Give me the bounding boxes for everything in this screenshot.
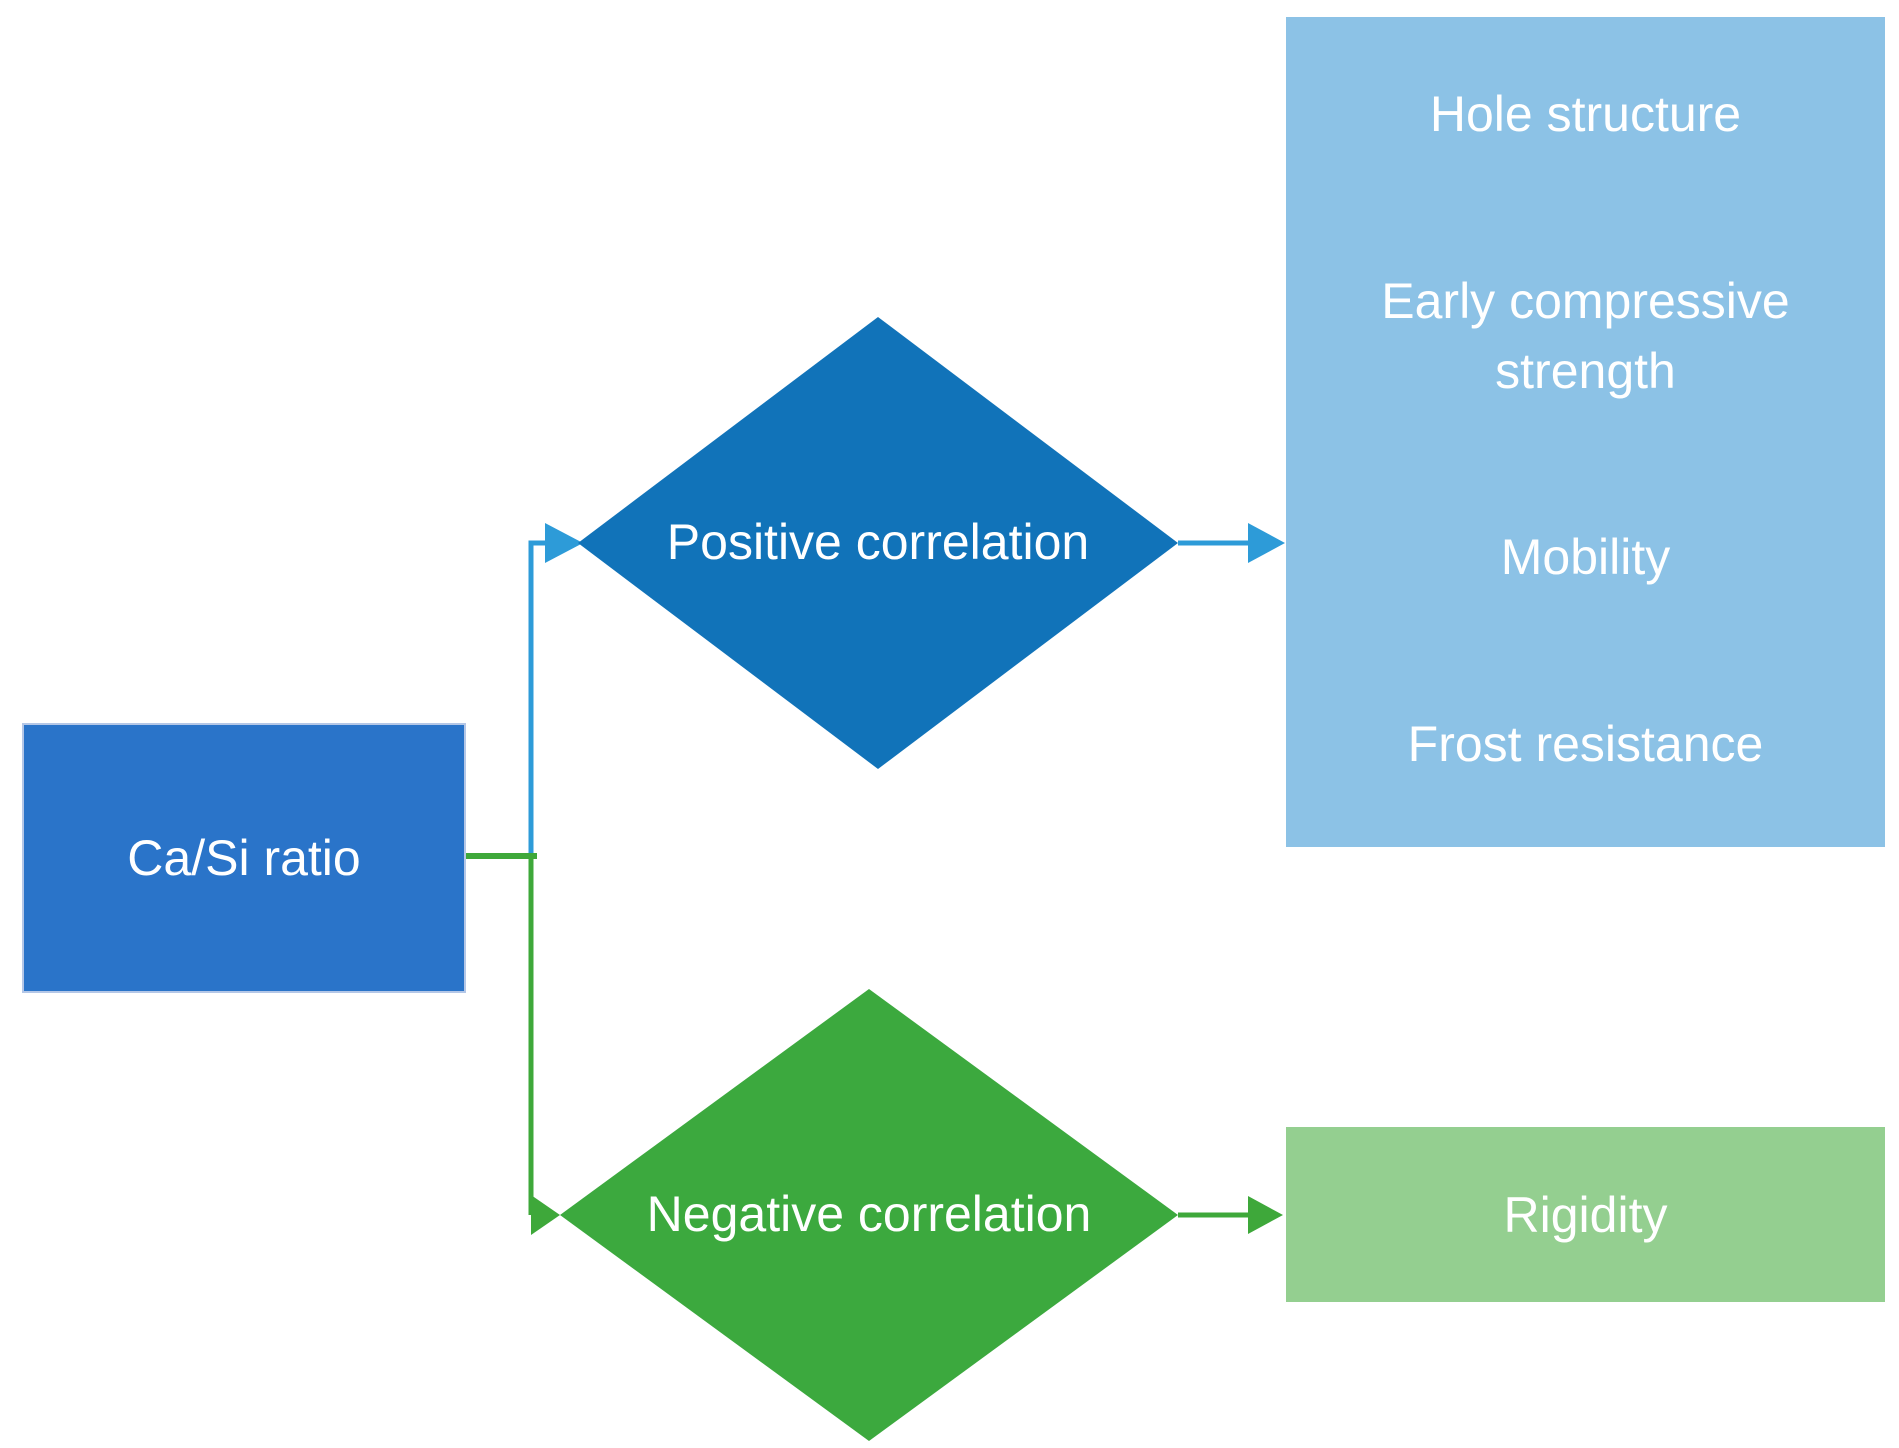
negative-correlation-diamond (560, 989, 1178, 1441)
positive-branch-connector-line (528, 540, 546, 856)
positive-branch-arrowhead-icon (545, 523, 583, 563)
negative-outcome-box: Rigidity (1286, 1127, 1885, 1302)
outcome-item-mobility: Mobility (1500, 529, 1671, 586)
outcome-item-early-compressive-strength: Early compressive strength (1381, 272, 1790, 399)
root-node-ca-si-ratio: Ca/Si ratio (22, 723, 466, 993)
positive-correlation-diamond (578, 317, 1178, 769)
outcome-item-rigidity: Rigidity (1503, 1186, 1668, 1243)
positive-outcomes-box: Hole structure Early compressive strengt… (1286, 17, 1885, 847)
positive-outcome-arrowhead-icon (1248, 523, 1285, 563)
outcome-item-hole-structure: Hole structure (1429, 86, 1742, 142)
outcome-item-frost-resistance: Frost resistance (1407, 715, 1764, 772)
root-node-label: Ca/Si ratio (127, 830, 361, 886)
negative-outcome-arrowhead-icon (1248, 1196, 1283, 1234)
negative-branch-arrowhead-icon (531, 1195, 560, 1235)
